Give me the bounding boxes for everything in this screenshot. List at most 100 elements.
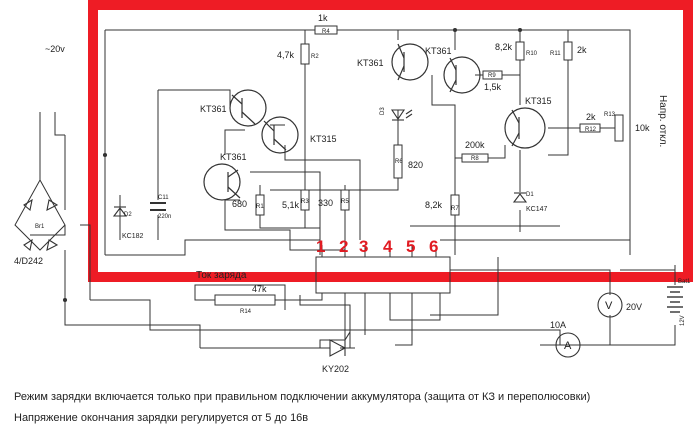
ammeter-symbol: A bbox=[564, 340, 572, 352]
pin-number-4: 4 bbox=[383, 237, 393, 256]
r2-value: 4,7k bbox=[277, 50, 295, 60]
r6-id: R6 bbox=[395, 159, 403, 165]
r13-id: R13 bbox=[604, 112, 616, 118]
resistor-r6 bbox=[393, 144, 403, 179]
resistor-r7 bbox=[450, 194, 460, 216]
zener-d1 bbox=[512, 192, 528, 203]
ammeter-value: 10A bbox=[550, 320, 566, 330]
r4-id: R4 bbox=[322, 29, 330, 35]
component-labels: 1k R4 KT361 KT361 KT361 KT315 KT315 KT36… bbox=[14, 13, 691, 374]
resistor-r9 bbox=[482, 70, 503, 80]
transistor-kt361-mid bbox=[443, 56, 481, 94]
caption-line-2: Напряжение окончания зарядки регулируетс… bbox=[14, 412, 309, 424]
r6-value: 820 bbox=[408, 160, 423, 170]
tok-label: Ток заряда bbox=[196, 270, 247, 281]
battery-id: Bat1 bbox=[678, 279, 691, 285]
wires bbox=[14, 29, 676, 349]
pin-number-1: 1 bbox=[316, 237, 325, 256]
kt361-top-label: KT361 bbox=[357, 58, 384, 68]
resistor-r10 bbox=[515, 41, 525, 61]
junction bbox=[102, 152, 108, 158]
diode-bridge bbox=[23, 198, 59, 252]
led-id: D3 bbox=[380, 107, 386, 115]
battery-value: 12V bbox=[680, 315, 686, 326]
resistor-r11 bbox=[563, 41, 573, 61]
r3-id: R3 bbox=[301, 199, 309, 205]
d1-id: D1 bbox=[526, 192, 534, 198]
thyristor-label: KY202 bbox=[322, 364, 349, 374]
r5-id: R5 bbox=[341, 199, 349, 205]
c11-value: 220n bbox=[158, 214, 171, 220]
transistor-kt361-top bbox=[391, 43, 429, 81]
battery-bat1 bbox=[667, 286, 683, 313]
r13-value: 10k bbox=[635, 123, 650, 133]
kt361-mid-label: KT361 bbox=[425, 46, 452, 56]
kt361-low-label: KT361 bbox=[220, 152, 247, 162]
kt361-left-label: KT361 bbox=[200, 104, 227, 114]
resistor-r3 bbox=[300, 189, 310, 211]
resistor-r8 bbox=[461, 153, 489, 163]
r1-value: 680 bbox=[232, 199, 247, 209]
kt315-left-label: KT315 bbox=[310, 134, 337, 144]
d1-value: KC147 bbox=[526, 206, 548, 213]
r10-id: R10 bbox=[526, 51, 538, 57]
resistor-r4 bbox=[314, 25, 338, 35]
resistor-r14 bbox=[214, 294, 276, 306]
kt315-right-label: KT315 bbox=[525, 96, 552, 106]
c11-id: C11 bbox=[158, 195, 169, 201]
resistor-r1 bbox=[255, 194, 265, 216]
bridge-value: 4/D242 bbox=[14, 256, 43, 266]
r7-id: R7 bbox=[451, 206, 459, 212]
transistor-kt315-right bbox=[504, 107, 546, 149]
pin-number-3: 3 bbox=[359, 237, 368, 256]
r9-value: 1,5k bbox=[484, 82, 502, 92]
voltmeter-value: 20V bbox=[626, 302, 642, 312]
control-board-frame bbox=[88, 0, 693, 282]
r8-id: R8 bbox=[471, 156, 479, 162]
resistor-r13 bbox=[614, 114, 624, 142]
pin-number-6: 6 bbox=[429, 237, 438, 256]
voltmeter-symbol: V bbox=[605, 300, 613, 312]
r14-id: R14 bbox=[240, 309, 252, 315]
bridge-id: Br1 bbox=[35, 224, 45, 230]
junction bbox=[517, 27, 523, 33]
r11-value: 2k bbox=[577, 45, 587, 55]
caption-line-1: Режим зарядки включается только при прав… bbox=[14, 391, 591, 403]
r2-id: R2 bbox=[311, 54, 319, 60]
napr-label: Напр. откл. bbox=[657, 95, 668, 147]
junction bbox=[62, 297, 68, 303]
r3-value: 5,1k bbox=[282, 200, 300, 210]
r4-value: 1k bbox=[318, 13, 328, 23]
resistor-r5 bbox=[340, 189, 350, 211]
pin-number-2: 2 bbox=[339, 237, 348, 256]
r14-value: 47k bbox=[252, 284, 267, 294]
r10-value: 8,2k bbox=[495, 42, 513, 52]
voltmeter bbox=[597, 292, 623, 318]
r9-id: R9 bbox=[488, 73, 496, 79]
resistors bbox=[214, 25, 624, 306]
r11-id: R11 bbox=[550, 51, 561, 57]
transistor-kt361-left bbox=[229, 89, 267, 127]
pin-number-5: 5 bbox=[406, 237, 415, 256]
semiconductors bbox=[23, 27, 683, 358]
capacitor-c11 bbox=[150, 202, 166, 211]
ammeter bbox=[555, 332, 581, 358]
transistor-kt315-left bbox=[261, 116, 299, 154]
r12-id: R12 bbox=[585, 127, 597, 133]
resistor-r12 bbox=[579, 123, 601, 133]
thyristor-ky202 bbox=[329, 331, 351, 357]
transistors bbox=[203, 43, 546, 201]
ac-input-label: ~20v bbox=[45, 44, 65, 54]
zener-d2 bbox=[112, 206, 128, 217]
r8-value: 200k bbox=[465, 140, 485, 150]
r5-value: 330 bbox=[318, 198, 333, 208]
r1-id: R1 bbox=[256, 204, 264, 210]
transistor-kt361-low bbox=[203, 163, 241, 201]
d2-id: D2 bbox=[124, 212, 132, 218]
junction bbox=[452, 27, 458, 33]
resistor-r2 bbox=[300, 43, 310, 65]
led-d3 bbox=[390, 109, 413, 121]
r7-value: 8,2k bbox=[425, 200, 443, 210]
